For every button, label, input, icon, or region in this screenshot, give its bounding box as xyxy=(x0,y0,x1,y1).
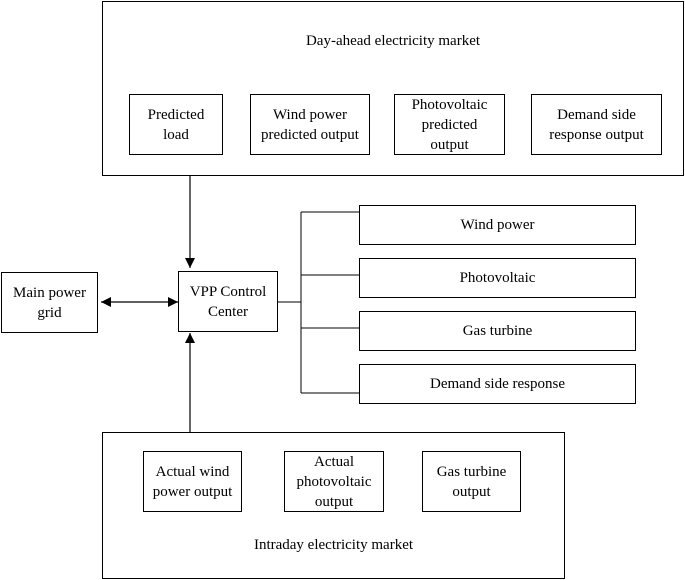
demand-side-response-output-label: Demand side response output xyxy=(549,106,644,143)
resource-photovoltaic-box: Photovoltaic xyxy=(359,258,636,298)
resource-wind-power-box: Wind power xyxy=(359,205,636,245)
main-power-grid-label: Main power grid xyxy=(13,284,86,321)
intraday-market-title: Intraday electricity market xyxy=(253,537,414,553)
actual-wind-power-output-label: Actual wind power output xyxy=(152,463,233,500)
vpp-control-center-label: VPP Control Center xyxy=(189,283,267,320)
resource-wind-power-label: Wind power xyxy=(460,217,535,233)
gas-turbine-output-label: Gas turbine output xyxy=(436,463,507,500)
resource-photovoltaic-label: Photovoltaic xyxy=(459,270,536,286)
demand-side-response-output-box: Demand side response output xyxy=(531,94,662,155)
resource-gas-turbine-box: Gas turbine xyxy=(359,311,636,351)
predicted-load-label: Predicted load xyxy=(147,106,205,143)
day-ahead-market-title: Day-ahead electricity market xyxy=(305,33,481,49)
photovoltaic-predicted-output-box: Photovoltaic predicted output xyxy=(394,94,505,155)
photovoltaic-predicted-output-label: Photovoltaic predicted output xyxy=(411,96,488,153)
resource-gas-turbine-label: Gas turbine xyxy=(462,323,533,339)
main-power-grid-box: Main power grid xyxy=(1,272,98,333)
wind-power-predicted-output-box: Wind power predicted output xyxy=(250,94,370,155)
predicted-load-box: Predicted load xyxy=(129,94,223,155)
vpp-control-center-box: VPP Control Center xyxy=(178,271,278,332)
actual-wind-power-output-box: Actual wind power output xyxy=(143,451,242,512)
wind-power-predicted-output-label: Wind power predicted output xyxy=(261,106,359,143)
resource-demand-side-response-label: Demand side response xyxy=(430,376,565,392)
actual-photovoltaic-output-label: Actual photovoltaic output xyxy=(296,453,372,510)
gas-turbine-output-box: Gas turbine output xyxy=(422,451,521,512)
actual-photovoltaic-output-box: Actual photovoltaic output xyxy=(284,451,384,512)
resource-demand-side-response-box: Demand side response xyxy=(359,364,636,404)
